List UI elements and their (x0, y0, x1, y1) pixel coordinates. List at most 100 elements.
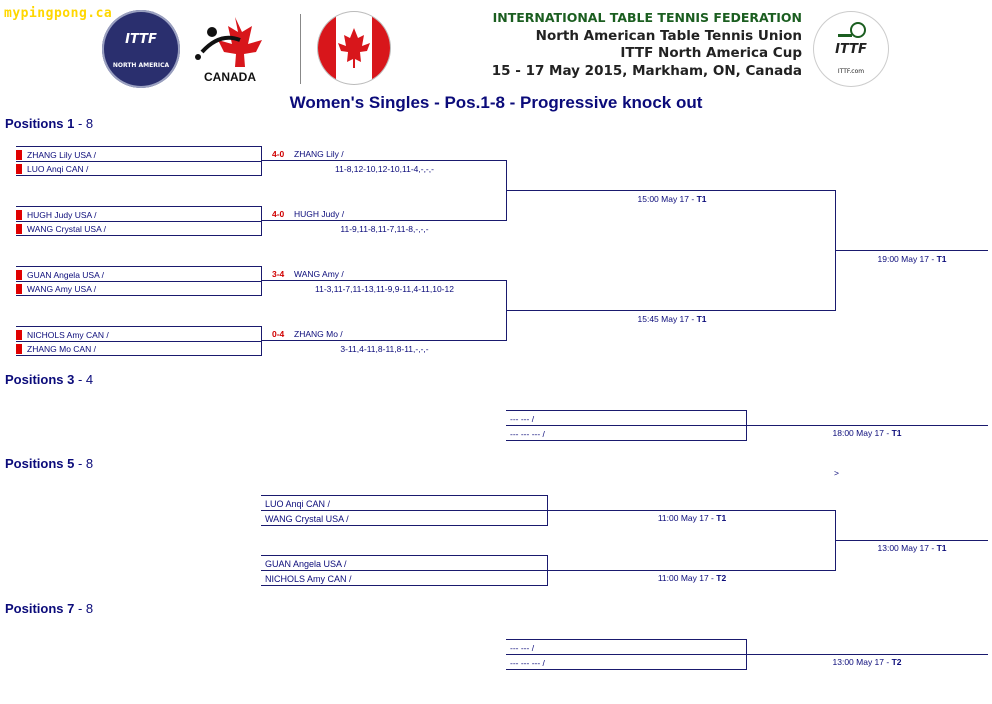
canada-tt-logo: CANADA (190, 12, 290, 84)
canada-label: CANADA (204, 70, 256, 84)
table-number: T1 (716, 513, 727, 523)
time-text: 18:00 May 17 - (832, 428, 892, 438)
bracket-line (261, 555, 548, 556)
event-name: ITTF North America Cup (620, 45, 802, 61)
time-text: 13:00 May 17 - (832, 657, 892, 667)
section-label: Positions 7 (5, 601, 75, 616)
match-time: 18:00 May 17 - T1 (767, 428, 967, 438)
r1-match-2: HUGH Judy USA / WANG Crystal USA / (16, 206, 262, 236)
player-name[interactable]: LUO Anqi CAN / (27, 164, 89, 174)
player-name[interactable]: WANG Crystal USA / (27, 224, 107, 234)
match-time: 13:00 May 17 - T1 (812, 543, 992, 553)
bracket-line (835, 250, 988, 251)
r1-match-1: ZHANG Lily USA / LUO Anqi CAN / (16, 146, 262, 176)
winner-name[interactable]: ZHANG Lily / (294, 149, 344, 159)
player-name[interactable]: GUAN Angela USA / (27, 270, 105, 280)
bracket-line (506, 639, 747, 640)
section-range: - 4 (77, 372, 94, 387)
player-name[interactable]: --- --- / (510, 414, 535, 424)
bracket-line (16, 355, 262, 356)
section-label: Positions 1 (5, 116, 75, 131)
page-title: Women's Singles - Pos.1-8 - Progressive … (289, 93, 703, 112)
bracket-line (16, 221, 262, 222)
player-name[interactable]: WANG Crystal USA / (265, 514, 349, 524)
section-range: - 8 (77, 116, 94, 131)
org-union: North American Table Tennis Union (535, 28, 802, 44)
section-positions-7-8: Positions 7 - 8 (5, 601, 93, 616)
p58-match-2: GUAN Angela USA / NICHOLS Amy CAN / (261, 555, 548, 586)
winner-name[interactable]: ZHANG Mo / (294, 329, 343, 339)
p34-match: --- --- / --- --- --- / (506, 410, 747, 441)
table-number: T1 (936, 254, 947, 264)
bracket-line (16, 175, 262, 176)
match-time: 11:00 May 17 - T2 (592, 573, 792, 583)
match-score: 4-0 (272, 149, 285, 159)
player-name[interactable]: NICHOLS Amy CAN / (265, 574, 352, 584)
time-text: 11:00 May 17 - (657, 513, 717, 523)
bracket-line (16, 326, 262, 327)
bracket-line (506, 669, 747, 670)
paddle-icon (838, 22, 866, 38)
game-scores: 11-8,12-10,12-10,11-4,-,-,- (335, 164, 434, 174)
p78-match: --- --- / --- --- --- / (506, 639, 747, 670)
logo-ittf-text: ITTF (125, 32, 157, 47)
event-dates: 15 - 17 May 2015, Markham, ON, Canada (491, 63, 802, 79)
match-time: 19:00 May 17 - T1 (812, 254, 992, 264)
org-federation: INTERNATIONAL TABLE TENNIS FEDERATION (492, 10, 802, 25)
player-name[interactable]: HUGH Judy USA / (27, 210, 97, 220)
player-flag (16, 330, 22, 340)
bracket-line (506, 654, 747, 655)
winner-name[interactable]: HUGH Judy / (294, 209, 345, 219)
winner-name[interactable]: WANG Amy / (294, 269, 344, 279)
ittf-com-logo: ITTF ITTF.com (814, 12, 888, 86)
section-positions-5-8: Positions 5 - 8 (5, 456, 93, 471)
bracket-line (261, 585, 548, 586)
player-name[interactable]: GUAN Angela USA / (265, 559, 347, 569)
player-name[interactable]: LUO Anqi CAN / (265, 499, 331, 509)
bracket-line (835, 540, 988, 541)
time-text: 11:00 May 17 - (657, 573, 717, 583)
match-time: 11:00 May 17 - T1 (592, 513, 792, 523)
player-name[interactable]: --- --- / (510, 643, 535, 653)
bracket-line (548, 510, 836, 511)
bracket-line (262, 160, 507, 161)
canada-flag-ball-icon (318, 12, 390, 84)
r1-match-4: NICHOLS Amy CAN / ZHANG Mo CAN / (16, 326, 262, 356)
section-label: Positions 5 (5, 456, 75, 471)
r1-match-3: GUAN Angela USA / WANG Amy USA / (16, 266, 262, 296)
bracket-line (261, 326, 262, 356)
match-time: 13:00 May 17 - T2 (767, 657, 967, 667)
bracket-line (16, 161, 262, 162)
player-name[interactable]: --- --- --- / (510, 658, 545, 668)
bracket-line (747, 425, 988, 426)
player-name[interactable]: NICHOLS Amy CAN / (27, 330, 109, 340)
game-scores: 3-11,4-11,8-11,8-11,-,-,- (340, 344, 429, 354)
bracket-line (506, 425, 747, 426)
bracket-line (506, 440, 747, 441)
match-time: 15:45 May 17 - T1 (572, 314, 772, 324)
bracket-line (16, 206, 262, 207)
maple-leaf-player-icon (195, 17, 262, 67)
player-name[interactable]: ZHANG Lily USA / (27, 150, 96, 160)
player-flag (16, 164, 22, 174)
bracket-line (261, 206, 262, 236)
player-name[interactable]: ZHANG Mo CAN / (27, 344, 96, 354)
time-text: 15:00 May 17 - (637, 194, 697, 204)
bracket-line (16, 146, 262, 147)
bracket-line (548, 570, 836, 571)
bracket-line (506, 190, 836, 191)
player-name[interactable]: --- --- --- / (510, 429, 545, 439)
section-positions-1-8: Positions 1 - 8 (5, 116, 93, 131)
bracket-line (261, 570, 548, 571)
player-flag (16, 270, 22, 280)
player-name[interactable]: WANG Amy USA / (27, 284, 97, 294)
bracket-line (16, 235, 262, 236)
player-flag (16, 284, 22, 294)
bracket-line (261, 266, 262, 296)
bracket-line (261, 525, 548, 526)
bracket-line (262, 340, 507, 341)
match-score: 4-0 (272, 209, 285, 219)
bracket-line (16, 281, 262, 282)
bracket-line (506, 310, 836, 311)
section-range: - 8 (77, 456, 94, 471)
